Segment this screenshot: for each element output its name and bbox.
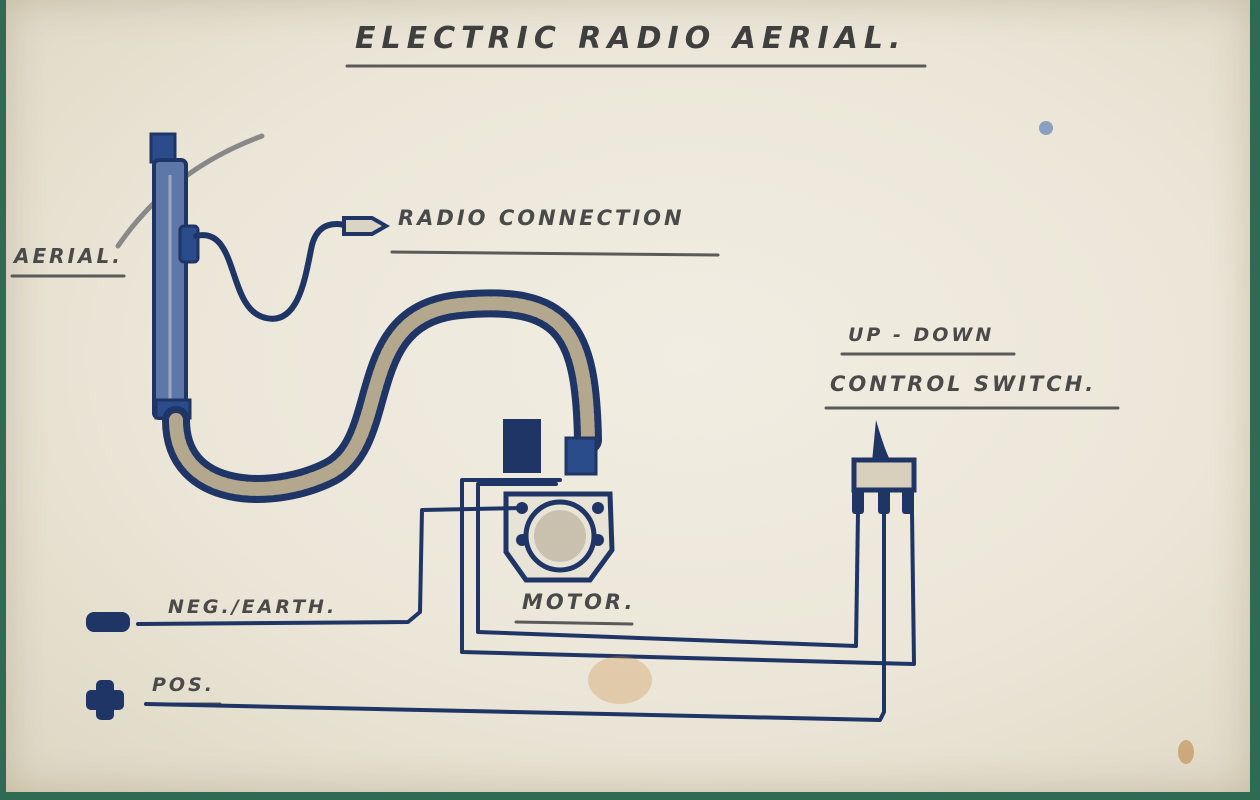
negative-terminal: [86, 612, 130, 632]
switch-label-line2: CONTROL SWITCH.: [830, 372, 1097, 396]
ink-spot: [1039, 121, 1053, 135]
neg-earth-label: NEG./EARTH.: [168, 596, 338, 618]
pos-wire: [144, 510, 886, 722]
positive-terminal: [86, 680, 124, 720]
motor-block: [503, 419, 541, 473]
pos-label: POS.: [152, 674, 215, 696]
motor-underline: [514, 620, 634, 626]
radio-lead-cable: [193, 221, 351, 322]
neg-earth-wire: [136, 506, 522, 626]
cable-coupling: [564, 436, 598, 476]
aerial-mast: [149, 132, 200, 420]
motor: [503, 419, 615, 583]
switch-toggle: [872, 420, 890, 462]
switch-wire-b: [460, 478, 916, 666]
switch-body: [851, 457, 917, 493]
wiring: [136, 478, 916, 722]
stain: [588, 656, 652, 704]
diagram-title: ELECTRIC RADIO AERIAL.: [355, 21, 907, 56]
motor-label: MOTOR.: [522, 590, 636, 614]
up-down-switch: [851, 420, 917, 514]
stain: [1178, 740, 1194, 764]
switch-label-line1: UP - DOWN: [848, 324, 995, 346]
aerial-label: AERIAL.: [14, 244, 123, 268]
radio-connection-underline: [390, 250, 720, 257]
switch-wire-a: [476, 482, 860, 648]
label-underlines: [10, 64, 1120, 706]
radio-plug: [342, 216, 391, 236]
radio-connection-label: RADIO CONNECTION: [398, 206, 685, 230]
